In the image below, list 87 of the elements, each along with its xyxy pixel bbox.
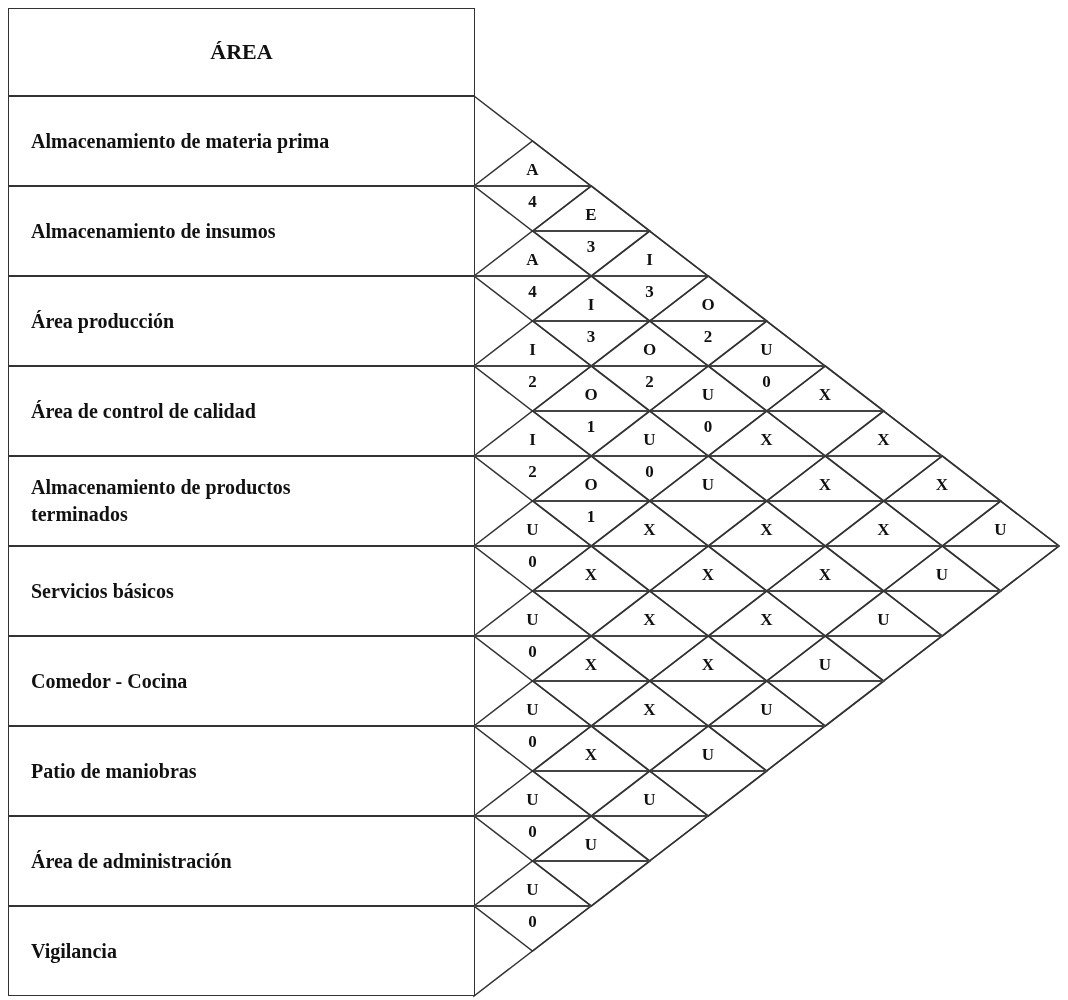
relationship-code: I	[587, 296, 595, 313]
table-cell	[8, 816, 475, 906]
relationship-code: O	[584, 476, 598, 493]
closeness-value: 3	[586, 238, 596, 255]
closeness-value: 0	[528, 913, 537, 930]
relationship-code: I	[529, 341, 536, 358]
closeness-value: 0	[528, 643, 537, 660]
relationship-code: A	[526, 251, 539, 268]
closeness-value: 0	[528, 823, 537, 840]
relationship-code: O	[642, 341, 657, 358]
table-cell	[8, 726, 475, 816]
relationship-code: X	[818, 476, 832, 493]
table-cell	[8, 366, 475, 456]
closeness-value: 0	[645, 463, 654, 480]
relationship-code: X	[701, 566, 715, 583]
closeness-value: 0	[528, 553, 537, 570]
table-cell	[8, 276, 475, 366]
area-name: Servicios básicos	[31, 578, 174, 604]
relationship-diamond	[474, 861, 591, 951]
relationship-code: X	[760, 431, 773, 448]
relationship-code: X	[877, 521, 890, 538]
relationship-code: X	[760, 611, 773, 628]
relationship-code: X	[877, 431, 890, 448]
relationship-code: O	[584, 386, 598, 403]
relationship-code: X	[760, 521, 773, 538]
closeness-value: 1	[586, 418, 596, 435]
relationship-code: O	[701, 296, 715, 313]
relationship-code: U	[526, 701, 539, 718]
relationship-code: X	[643, 611, 656, 628]
relationship-code: U	[760, 341, 773, 358]
relationship-code: U	[584, 836, 598, 853]
area-name: Almacenamiento de productos terminados	[31, 475, 292, 527]
area-name: Área de administración	[31, 848, 232, 874]
relationship-code: U	[526, 881, 539, 898]
relationship-code: X	[818, 566, 832, 583]
relationship-code: X	[643, 701, 656, 718]
table-cell	[8, 546, 475, 636]
area-name: Comedor - Cocina	[31, 668, 188, 694]
relationship-code: U	[760, 701, 773, 718]
area-name: Almacenamiento de materia prima	[31, 128, 330, 155]
relationship-code: E	[585, 206, 597, 223]
closeness-value: 3	[645, 283, 654, 300]
table-cell	[8, 636, 475, 726]
area-name: Área de control de calidad	[31, 398, 256, 424]
table-cell	[8, 906, 475, 996]
relationship-code: U	[526, 791, 539, 808]
relationship-code: X	[701, 656, 715, 673]
area-name: Almacenamiento de insumos	[31, 218, 276, 244]
relationship-code: U	[701, 746, 715, 763]
closeness-value: 1	[586, 508, 596, 525]
relationship-code: U	[935, 566, 949, 583]
table-header-cell	[8, 8, 475, 96]
area-name: Vigilancia	[31, 938, 117, 965]
relationship-code: U	[701, 386, 715, 403]
relationship-code: U	[877, 611, 890, 628]
closeness-value: 0	[528, 733, 537, 750]
closeness-value: 2	[528, 373, 537, 390]
relationship-code: X	[818, 386, 832, 403]
area-name: Patio de maniobras	[31, 758, 197, 784]
relationship-code: U	[526, 611, 539, 628]
relationship-code: U	[994, 521, 1007, 538]
table-cell	[8, 186, 475, 276]
relationship-code: X	[584, 566, 598, 583]
relationship-code: X	[643, 521, 656, 538]
table-cell	[8, 456, 475, 546]
area-name: Área producción	[31, 308, 175, 335]
closeness-value: 3	[586, 328, 596, 345]
table-cell	[8, 96, 475, 186]
relationship-code: X	[584, 746, 598, 763]
closeness-value: 2	[528, 463, 537, 480]
relationship-code: I	[529, 431, 536, 448]
column-heading: ÁREA	[210, 38, 273, 67]
closeness-value: 4	[528, 193, 537, 210]
relationship-code: U	[526, 521, 539, 538]
relationship-code: X	[584, 656, 598, 673]
relationship-code: U	[643, 431, 656, 448]
closeness-value: 4	[528, 283, 537, 300]
closeness-value: 2	[703, 328, 713, 345]
relationship-code: I	[646, 251, 653, 268]
closeness-value: 2	[645, 373, 654, 390]
closeness-value: 0	[762, 373, 771, 390]
relationship-code: U	[643, 791, 656, 808]
relationship-code: U	[701, 476, 715, 493]
relationship-code: U	[818, 656, 832, 673]
closeness-value: 0	[703, 418, 713, 435]
relationship-code: A	[526, 161, 539, 178]
relationship-code: X	[935, 476, 949, 493]
